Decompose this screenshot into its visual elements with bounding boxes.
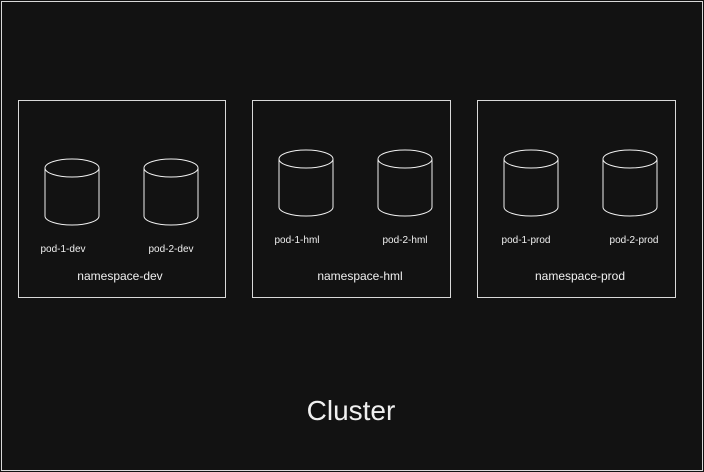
cluster-label: Cluster bbox=[307, 395, 396, 426]
namespace-label: namespace-hml bbox=[317, 269, 402, 283]
pod-label: pod-1-prod bbox=[502, 235, 551, 246]
namespace-box[interactable] bbox=[477, 100, 676, 298]
pod-label: pod-2-prod bbox=[610, 235, 659, 246]
namespace-dev-group: pod-1-dev pod-2-dev namespace-dev bbox=[18, 100, 226, 298]
pod-cylinder-icon[interactable] bbox=[143, 158, 199, 226]
pod-label: pod-1-dev bbox=[40, 244, 85, 255]
pod-label: pod-2-dev bbox=[148, 244, 193, 255]
pod-cylinder-icon[interactable] bbox=[278, 149, 334, 217]
pod-cylinder-icon[interactable] bbox=[44, 158, 100, 226]
pod-cylinder-icon[interactable] bbox=[602, 149, 658, 217]
pod-cylinder-icon[interactable] bbox=[377, 149, 433, 217]
namespace-box[interactable] bbox=[252, 100, 451, 298]
namespace-label: namespace-dev bbox=[77, 269, 162, 283]
pod-label: pod-2-hml bbox=[382, 235, 427, 246]
namespace-box[interactable] bbox=[18, 100, 226, 298]
pod-cylinder-icon[interactable] bbox=[503, 149, 559, 217]
namespace-prod-group: pod-1-prod pod-2-prod namespace-prod bbox=[477, 100, 676, 298]
namespace-label: namespace-prod bbox=[535, 269, 625, 283]
pod-label: pod-1-hml bbox=[274, 235, 319, 246]
namespace-hml-group: pod-1-hml pod-2-hml namespace-hml bbox=[252, 100, 451, 298]
